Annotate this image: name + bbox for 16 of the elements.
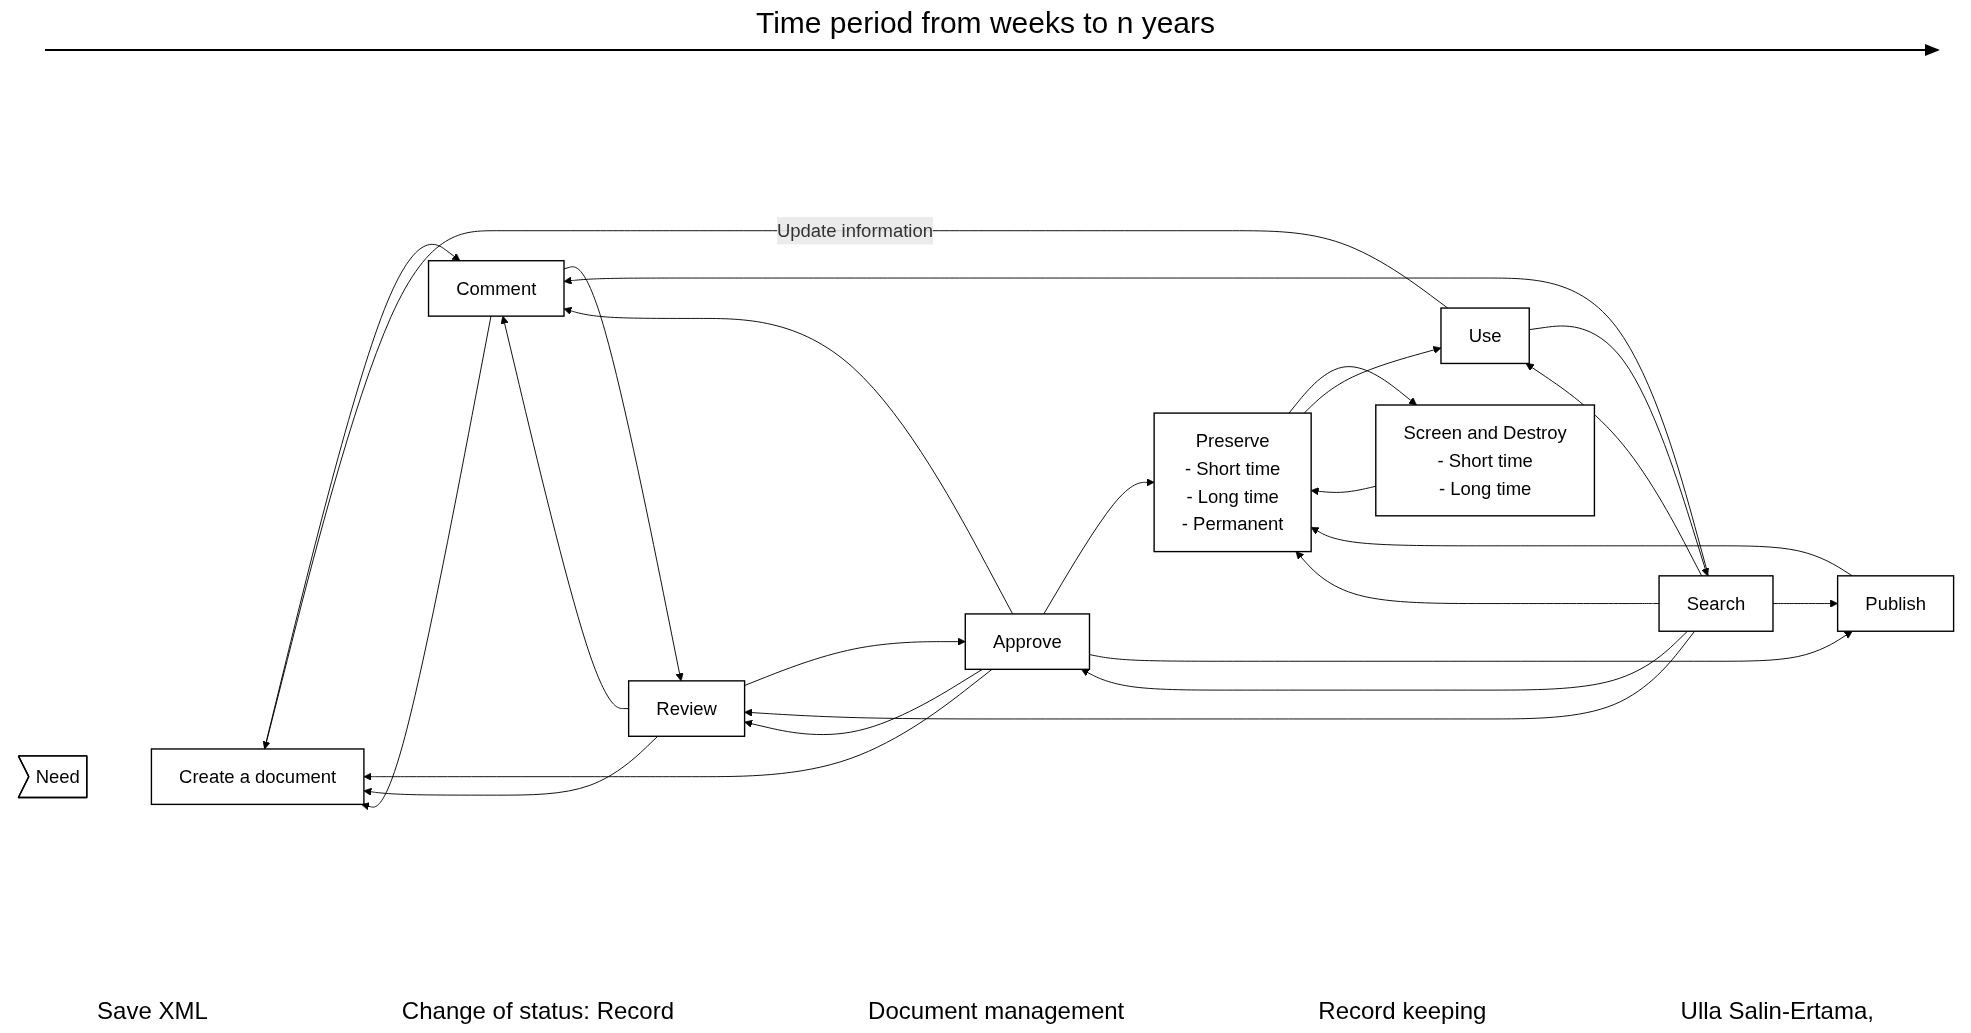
node-box: Comment [427, 260, 565, 317]
edge-label: Update information [776, 220, 933, 241]
node-box: Approve [964, 613, 1090, 671]
node-box: Publish [1836, 575, 1954, 632]
node-box: Create a document [150, 748, 365, 806]
note-text: Change of status: Record [401, 997, 674, 1025]
note-text: Save XML [97, 997, 208, 1025]
note-text: Ulla Salin-Ertama, [1680, 997, 1874, 1025]
node-box: Review [627, 680, 745, 737]
node-box: Use [1439, 307, 1530, 365]
note-text: Record keeping [1318, 997, 1487, 1025]
node-box: Preserve - Short time - Long time - Permanent [1152, 412, 1312, 553]
title: Time period from weeks to n years [754, 6, 1217, 40]
node-box: Search [1657, 575, 1774, 632]
node-box: Screen and Destroy - Short time - Long time [1374, 404, 1595, 517]
note-text: Document management [868, 997, 1125, 1025]
